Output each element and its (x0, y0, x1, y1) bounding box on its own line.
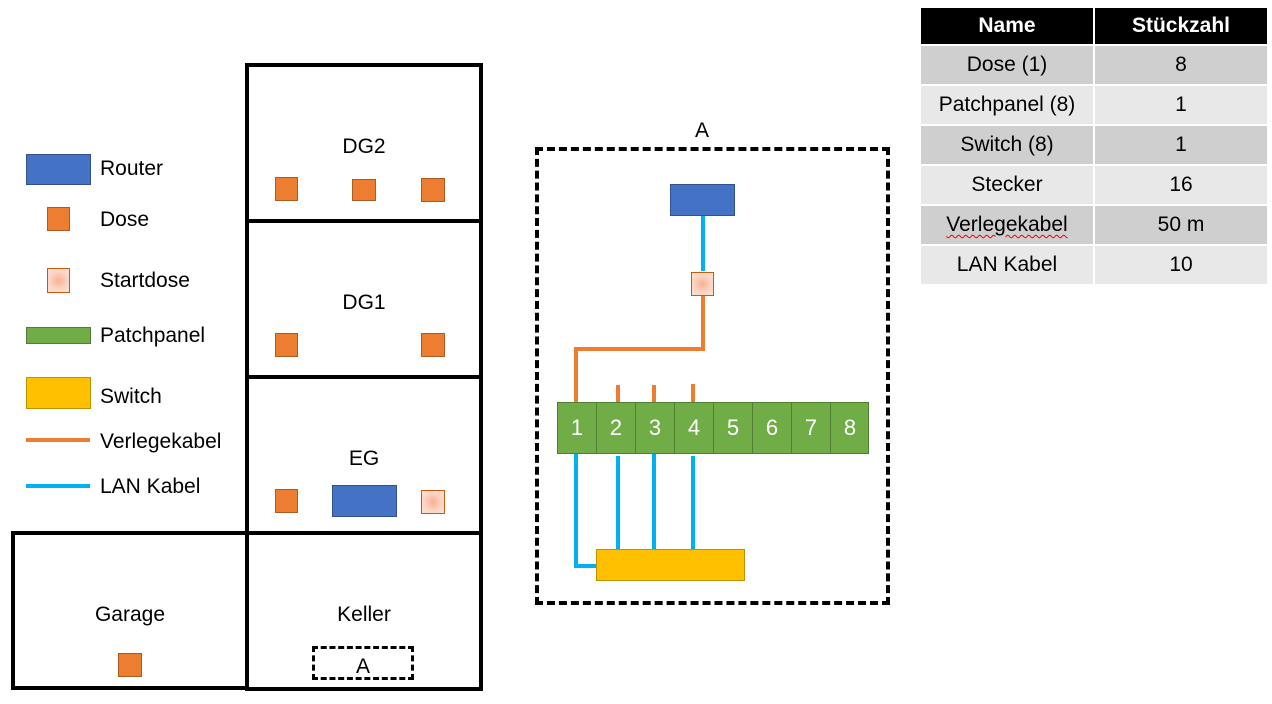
legend-router-swatch (26, 154, 91, 185)
legend-switch-label: Switch (100, 385, 162, 408)
dose-icon (421, 178, 445, 202)
switch-icon (596, 549, 745, 581)
keller-area-a-label: A (355, 655, 370, 678)
bom-table-header: Name Stückzahl (921, 8, 1267, 44)
verlegekabel-horizontal (574, 347, 705, 351)
bom-cell-count: 8 (1095, 46, 1267, 84)
table-row: Verlegekabel 50 m (921, 206, 1267, 244)
legend-lan-kabel-line (26, 484, 90, 488)
bom-cell-count: 1 (1095, 126, 1267, 164)
legend-startdose-swatch (47, 268, 70, 293)
bom-cell-name: LAN Kabel (921, 246, 1093, 284)
patchpanel-port-4: 4 (675, 403, 714, 453)
bom-cell-name: Patchpanel (8) (921, 86, 1093, 124)
lan-kabel-port-3 (652, 454, 656, 549)
room-eg-label: EG (348, 447, 380, 470)
keller-area-a: A (312, 646, 414, 680)
bom-cell-count: 1 (1095, 86, 1267, 124)
bom-cell-name: Dose (1) (921, 46, 1093, 84)
lan-kabel-router-startdose (701, 216, 705, 271)
lan-kabel-port-1 (574, 454, 578, 568)
router-icon (332, 485, 397, 517)
lan-kabel-port-1-to-switch (574, 564, 597, 568)
table-row: LAN Kabel 10 (921, 246, 1267, 284)
patchpanel-port-2: 2 (597, 403, 636, 453)
legend-patchpanel-label: Patchpanel (100, 324, 206, 347)
bom-table: Name Stückzahl Dose (1) 8 Patchpanel (8)… (919, 6, 1269, 286)
lan-kabel-port-2 (616, 456, 620, 549)
legend-dose-label: Dose (100, 208, 150, 231)
patchpanel-port-5: 5 (714, 403, 753, 453)
detail-a-title: A (694, 119, 709, 142)
bom-cell-count: 50 m (1095, 206, 1267, 244)
legend-router-label: Router (100, 157, 164, 180)
dose-icon (275, 333, 298, 357)
patchpanel-port-3: 3 (636, 403, 675, 453)
spellcheck-underlined-text: Verlegekabel (946, 213, 1068, 236)
verlegekabel-startdose-down (701, 296, 705, 351)
patchpanel-port-1: 1 (558, 403, 597, 453)
bom-cell-count: 16 (1095, 166, 1267, 204)
legend-switch-swatch (26, 377, 91, 409)
legend-dose-swatch (47, 207, 70, 231)
dose-icon (421, 333, 445, 357)
patchpanel-port-8: 8 (843, 415, 857, 440)
table-row: Dose (1) 8 (921, 46, 1267, 84)
bom-cell-name: Stecker (921, 166, 1093, 204)
verlegekabel-port-4 (691, 384, 695, 403)
bom-header-count: Stückzahl (1095, 8, 1267, 44)
bom-header-name: Name (921, 8, 1093, 44)
dose-icon (275, 489, 298, 513)
room-keller-label: Keller (337, 603, 391, 626)
legend-lan-kabel-label: LAN Kabel (100, 475, 201, 498)
dose-icon (275, 177, 298, 201)
bom-cell-name: Switch (8) (921, 126, 1093, 164)
verlegekabel-port-2 (616, 385, 620, 403)
bom-cell-count: 10 (1095, 246, 1267, 284)
bom-cell-name: Verlegekabel (921, 206, 1093, 244)
legend-startdose-label: Startdose (100, 269, 190, 292)
lan-kabel-port-4 (691, 456, 695, 549)
startdose-icon (691, 272, 714, 296)
detail-a-frame (535, 147, 890, 605)
verlegekabel-port-3 (652, 385, 656, 403)
table-row: Stecker 16 (921, 166, 1267, 204)
room-garage-label: Garage (94, 603, 166, 626)
room-dg1-label: DG1 (342, 291, 386, 314)
patchpanel-port-7: 7 (792, 403, 831, 453)
legend-patchpanel-swatch (26, 327, 91, 344)
router-icon (670, 184, 735, 216)
room-keller: Keller (245, 531, 483, 691)
patchpanel-port-6: 6 (753, 403, 792, 453)
dose-icon (118, 653, 142, 677)
legend-verlegekabel-line (26, 438, 90, 442)
room-dg2-label: DG2 (342, 135, 386, 158)
table-row: Switch (8) 1 (921, 126, 1267, 164)
patchpanel: 1 2 3 4 5 6 7 8 (557, 402, 869, 454)
table-row: Patchpanel (8) 1 (921, 86, 1267, 124)
startdose-icon (421, 490, 445, 514)
dose-icon (352, 179, 376, 201)
verlegekabel-port-1 (574, 347, 578, 403)
legend-verlegekabel-label: Verlegekabel (100, 430, 222, 453)
